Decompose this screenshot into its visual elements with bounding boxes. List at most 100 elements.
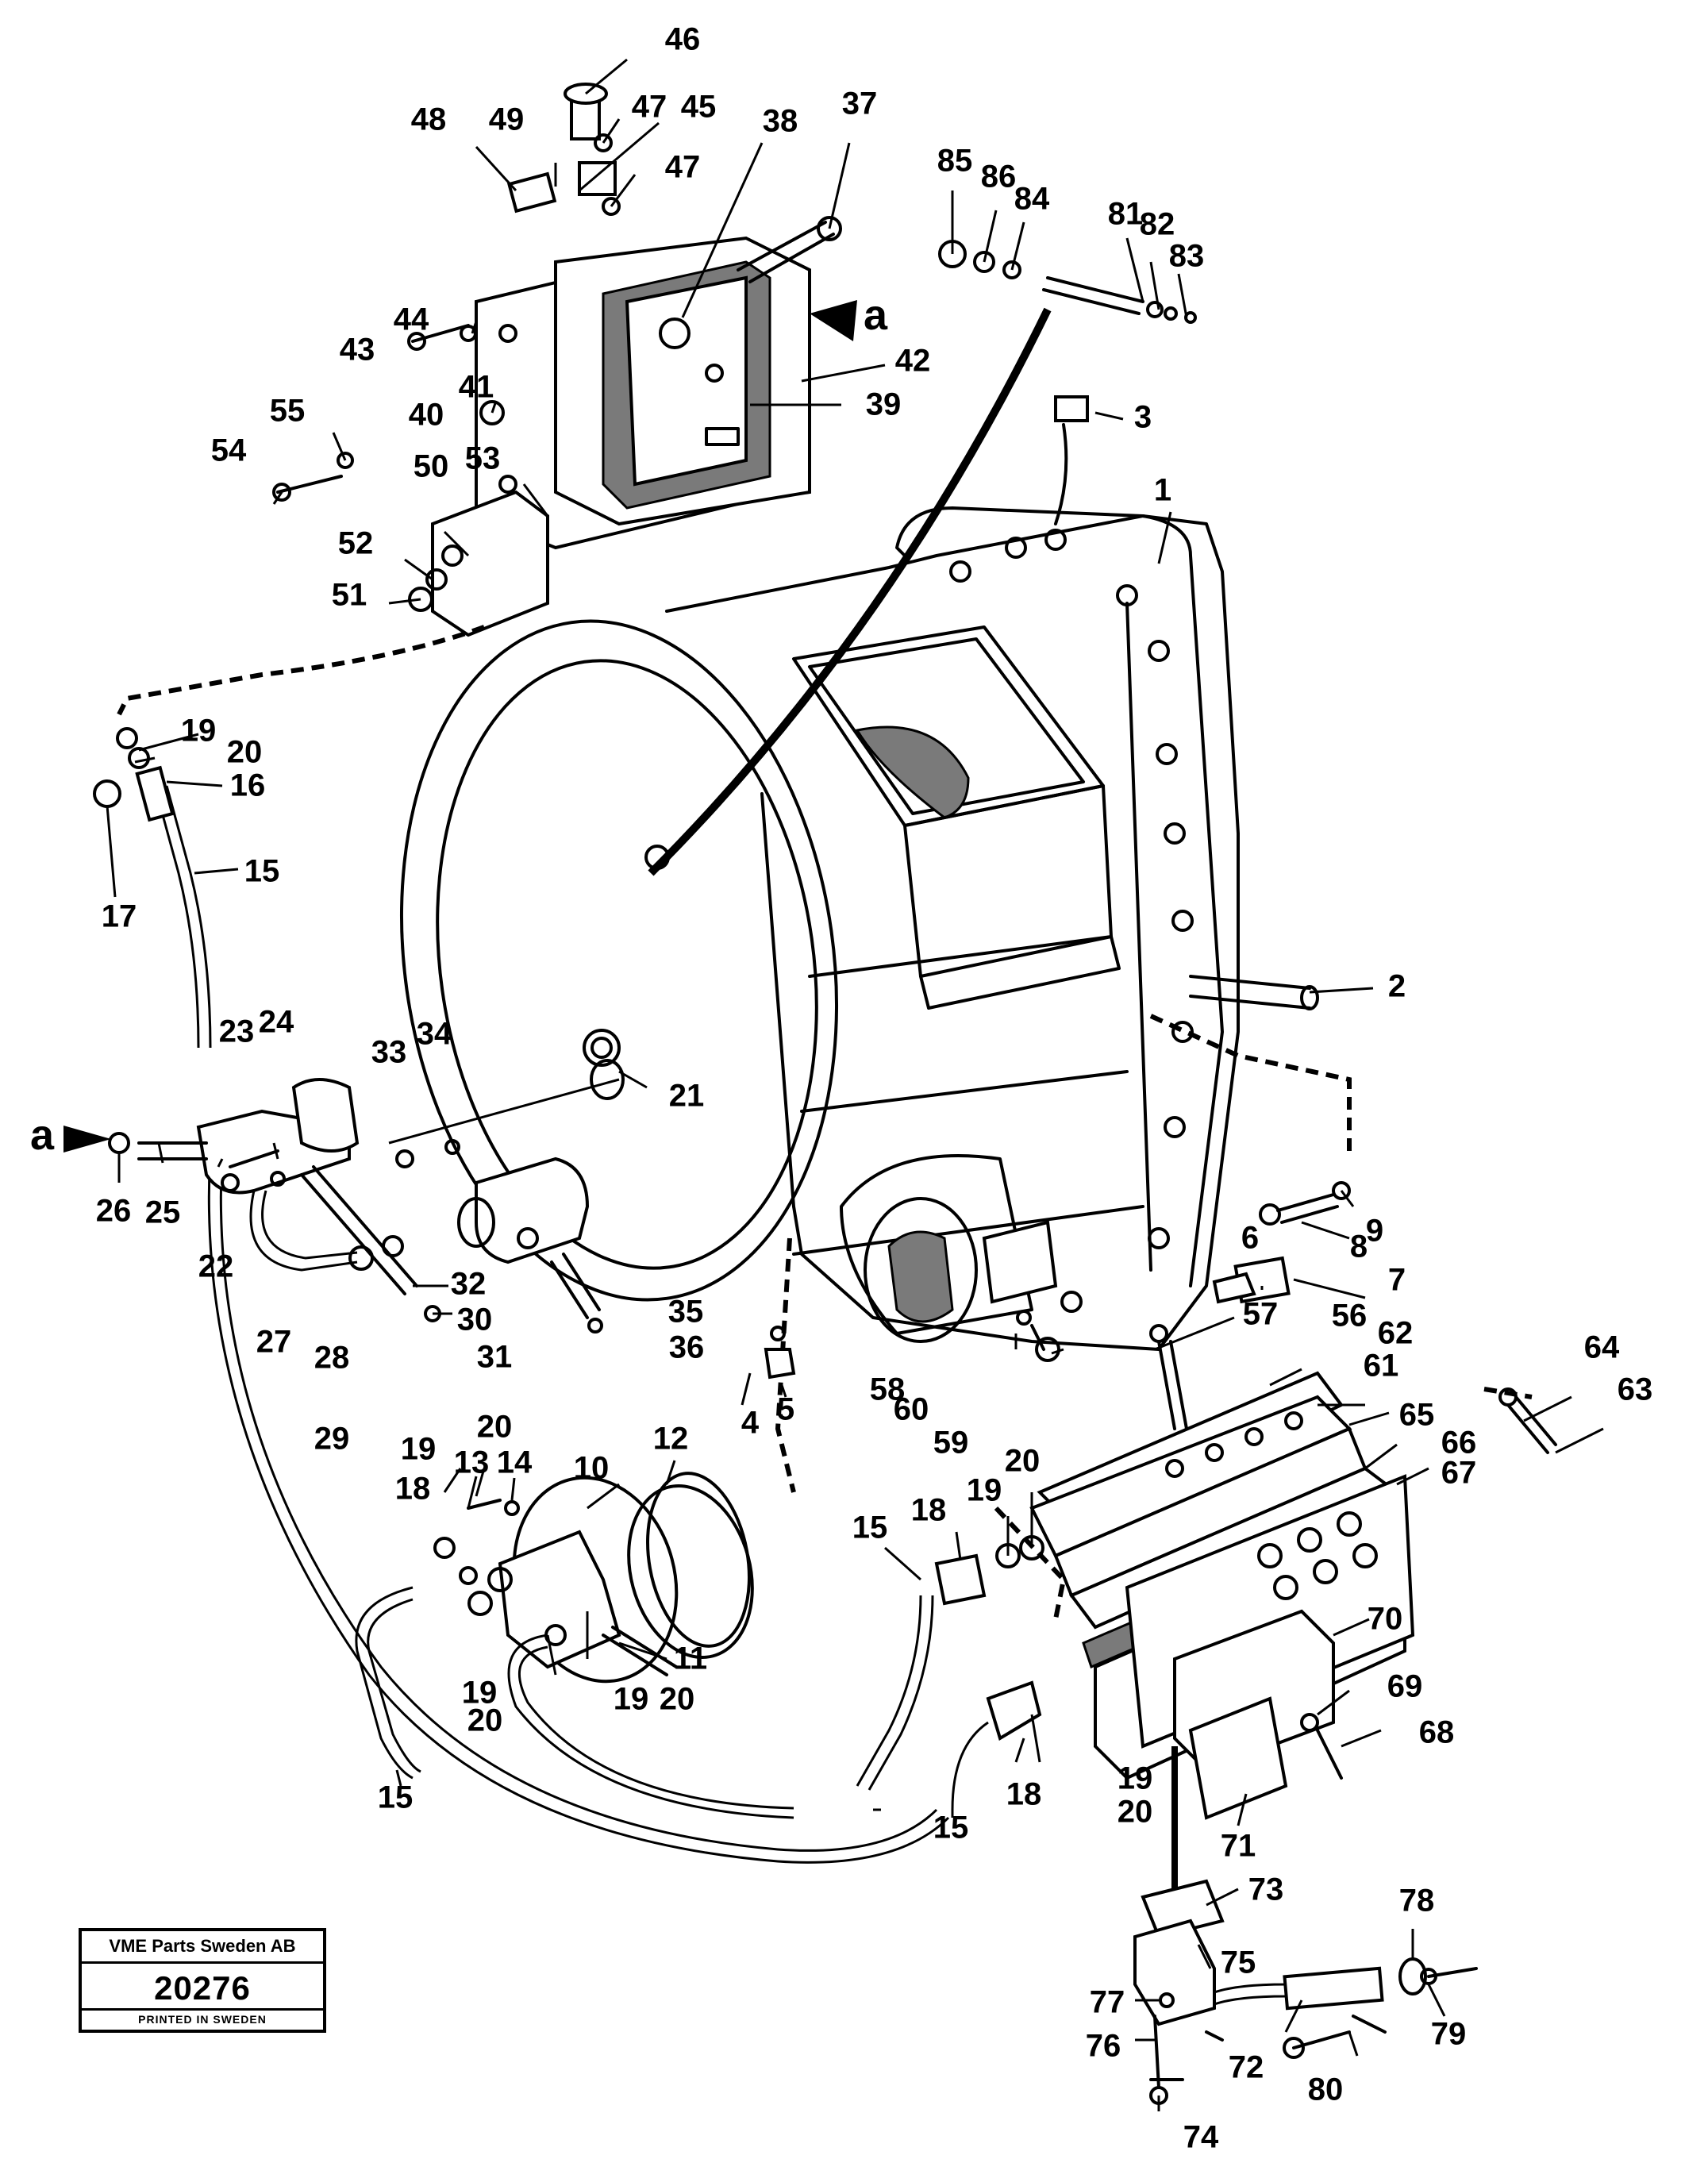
callout-59: 59 xyxy=(933,1426,969,1460)
callout-25: 25 xyxy=(145,1195,181,1230)
transmission-housing xyxy=(400,506,1240,1351)
callout-16: 16 xyxy=(230,768,266,803)
callout-30: 30 xyxy=(457,1303,493,1337)
callout-47b: 47 xyxy=(665,150,701,185)
callout-33: 33 xyxy=(371,1035,407,1070)
callout-23: 23 xyxy=(219,1014,255,1049)
callout-38: 38 xyxy=(763,104,798,139)
callout-15b: 15 xyxy=(378,1780,414,1815)
callout-43: 43 xyxy=(340,333,375,368)
callout-13: 13 xyxy=(454,1445,490,1480)
callout-51: 51 xyxy=(332,578,367,613)
callout-54: 54 xyxy=(211,433,247,468)
callout-70: 70 xyxy=(1368,1602,1403,1637)
callout-44: 44 xyxy=(394,302,429,337)
callout-18: 18 xyxy=(395,1472,431,1507)
callout-19b: 19 xyxy=(401,1432,437,1467)
callout-46: 46 xyxy=(665,22,701,57)
callout-36: 36 xyxy=(669,1330,705,1365)
callout-85: 85 xyxy=(937,144,973,179)
callout-76: 76 xyxy=(1086,2029,1121,2064)
callout-50: 50 xyxy=(414,449,449,484)
callout-20d: 20 xyxy=(660,1682,695,1717)
callout-49: 49 xyxy=(489,102,525,137)
callout-20b: 20 xyxy=(477,1410,513,1445)
callout-56: 56 xyxy=(1332,1299,1368,1334)
callout-40: 40 xyxy=(409,398,444,433)
callout-82: 82 xyxy=(1140,207,1175,242)
svg-text:a: a xyxy=(864,291,888,339)
callout-1: 1 xyxy=(1154,473,1171,508)
callout-19e: 19 xyxy=(967,1473,1002,1508)
callout-47: 47 xyxy=(632,90,667,125)
callout-67: 67 xyxy=(1441,1456,1477,1491)
callout-37: 37 xyxy=(842,87,878,121)
callout-75: 75 xyxy=(1221,1945,1256,1980)
callout-24: 24 xyxy=(259,1005,294,1040)
callout-27: 27 xyxy=(256,1325,292,1360)
callout-10: 10 xyxy=(574,1451,610,1486)
callout-15: 15 xyxy=(244,854,280,889)
callout-53: 53 xyxy=(465,441,501,476)
callout-20c: 20 xyxy=(467,1703,503,1738)
misc-parts xyxy=(646,1181,1351,1648)
callout-41: 41 xyxy=(459,370,494,405)
callout-2: 2 xyxy=(1388,969,1406,1004)
callout-80: 80 xyxy=(1308,2072,1344,2107)
callout-18c: 18 xyxy=(1006,1777,1042,1812)
callout-84: 84 xyxy=(1014,182,1050,217)
callout-29: 29 xyxy=(314,1422,350,1457)
stamp-company-name: VME Parts Sweden AB xyxy=(82,1931,323,1964)
dipstick-assembly xyxy=(648,240,1319,1010)
callout-17: 17 xyxy=(102,899,137,934)
callout-66: 66 xyxy=(1441,1426,1477,1460)
callout-6: 6 xyxy=(1241,1221,1259,1256)
callout-72: 72 xyxy=(1229,2050,1264,2085)
callout-19d: 19 xyxy=(614,1682,649,1717)
callout-62: 62 xyxy=(1378,1316,1414,1351)
callout-45: 45 xyxy=(681,90,717,125)
callout-5: 5 xyxy=(777,1392,794,1427)
callout-42: 42 xyxy=(895,344,931,379)
callout-58: 58 xyxy=(870,1372,906,1407)
callout-65: 65 xyxy=(1399,1398,1435,1433)
callout-19: 19 xyxy=(181,714,217,749)
callout-35: 35 xyxy=(668,1295,704,1330)
callout-20e: 20 xyxy=(1005,1444,1041,1479)
callout-14: 14 xyxy=(497,1445,533,1480)
callout-71: 71 xyxy=(1221,1829,1256,1864)
callout-15d: 15 xyxy=(933,1811,969,1845)
callout-8: 8 xyxy=(1350,1230,1368,1264)
bracket-assembly xyxy=(1133,1746,1478,2105)
callout-19c: 19 xyxy=(462,1676,498,1711)
callout-60: 60 xyxy=(894,1392,929,1427)
callout-32: 32 xyxy=(451,1267,487,1302)
callout-74: 74 xyxy=(1183,2120,1219,2155)
callout-11: 11 xyxy=(674,1641,707,1676)
view-arrow-left: a xyxy=(30,1111,111,1159)
callout-18b: 18 xyxy=(911,1493,947,1528)
parts-catalog-stamp: VME Parts Sweden AB 20276 PRINTED IN SWE… xyxy=(79,1928,326,2033)
callout-68: 68 xyxy=(1419,1715,1455,1750)
stamp-drawing-number: 20276 xyxy=(154,1969,251,2007)
callout-21: 21 xyxy=(669,1079,705,1114)
callout-83: 83 xyxy=(1169,239,1205,274)
callout-81: 81 xyxy=(1108,197,1144,232)
leader-lines xyxy=(106,58,1604,2111)
callout-78: 78 xyxy=(1399,1884,1435,1918)
callout-39: 39 xyxy=(866,387,902,422)
callout-64: 64 xyxy=(1584,1330,1620,1365)
callout-3: 3 xyxy=(1134,400,1152,435)
callout-57: 57 xyxy=(1243,1297,1279,1332)
callout-20: 20 xyxy=(227,735,263,770)
valve-plate-stack xyxy=(856,1371,1557,1820)
callout-9: 9 xyxy=(1366,1214,1383,1249)
callout-26: 26 xyxy=(96,1194,132,1229)
view-arrow-upper: a xyxy=(810,291,888,341)
svg-text:a: a xyxy=(30,1111,55,1159)
callout-79: 79 xyxy=(1431,2017,1467,2052)
callout-86: 86 xyxy=(981,160,1017,194)
callout-12: 12 xyxy=(653,1422,689,1457)
callout-34: 34 xyxy=(417,1017,452,1052)
